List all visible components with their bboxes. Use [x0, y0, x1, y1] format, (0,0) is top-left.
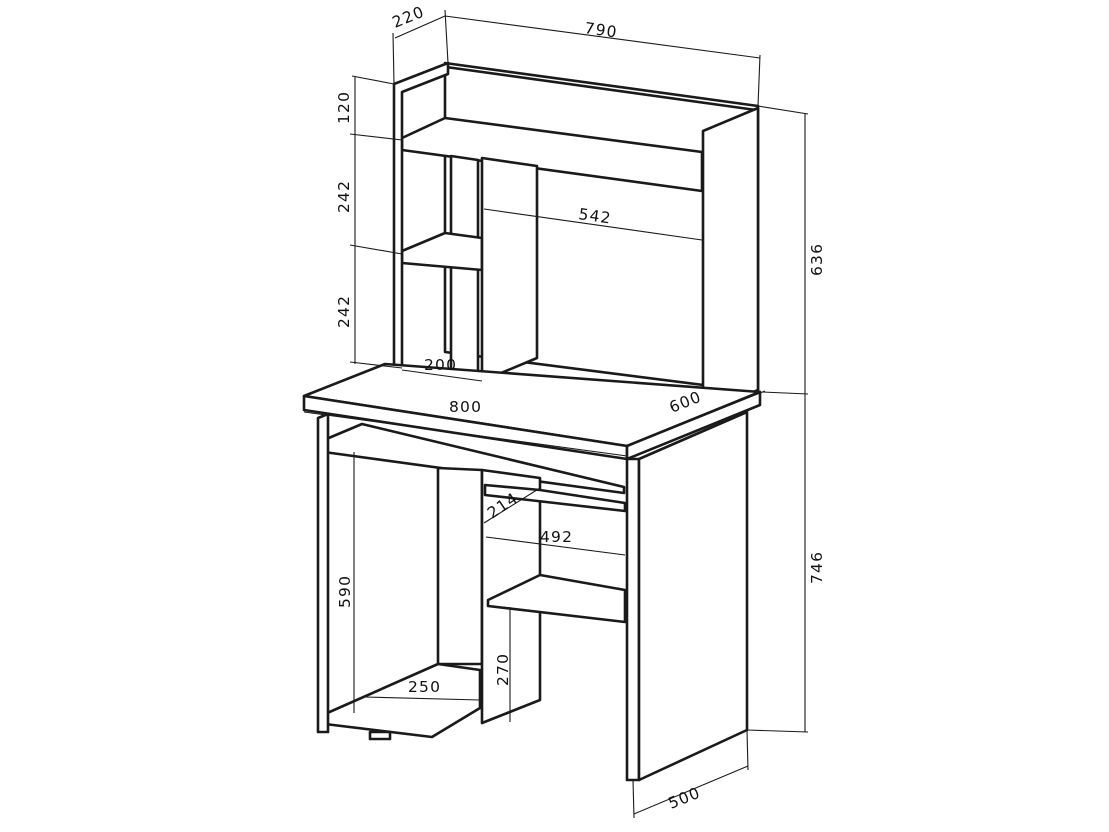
desk-right-leg-side: [637, 410, 749, 782]
hutch: [392, 61, 760, 416]
cpu-compartment-inner-panel: [436, 466, 484, 666]
dim-top-gap-label: 120: [335, 91, 353, 124]
dim-shelf-width-label: 492: [540, 528, 573, 546]
dim-hutch-height-label: 636: [808, 243, 826, 276]
dim-side-depth-label: 500: [666, 784, 704, 813]
dim-hutch-depth-label: 220: [390, 3, 428, 32]
hutch-right-panel: [701, 106, 760, 416]
hutch-cubby-shelf: [400, 231, 484, 272]
dim-shelf-height-label: 270: [494, 653, 512, 686]
cpu-shelf-foot: [368, 730, 392, 741]
dim-hutch-width-label: 790: [583, 19, 618, 41]
desk-right-leg-front: [625, 457, 641, 782]
desk-middle-shelf: [486, 573, 627, 624]
desktop-right-edge: [625, 390, 762, 461]
dim-upper-shelf-label: 242: [335, 180, 353, 213]
desk-upper-shelf: [483, 483, 627, 513]
dim-cpu-width-label: 250: [408, 678, 441, 696]
hutch-center-divider: [480, 156, 539, 383]
desk-left-leg: [316, 412, 330, 734]
dim-cubby-width-label: 200: [424, 356, 457, 374]
dim-cpu-height-label: 590: [336, 575, 354, 608]
dim-desk-height-label: 746: [808, 551, 826, 584]
dim-desk-width-label: 800: [449, 398, 482, 416]
dim-lower-shelf-label: 242: [335, 295, 353, 328]
dimension-lines: [303, 9, 809, 819]
dim-hutch-inner-width-label: 542: [577, 205, 612, 227]
hutch-left-panel: [392, 61, 450, 370]
cpu-bottom-shelf: [323, 662, 482, 739]
hutch-back-top-edge: [444, 65, 758, 112]
desk: [302, 362, 762, 782]
